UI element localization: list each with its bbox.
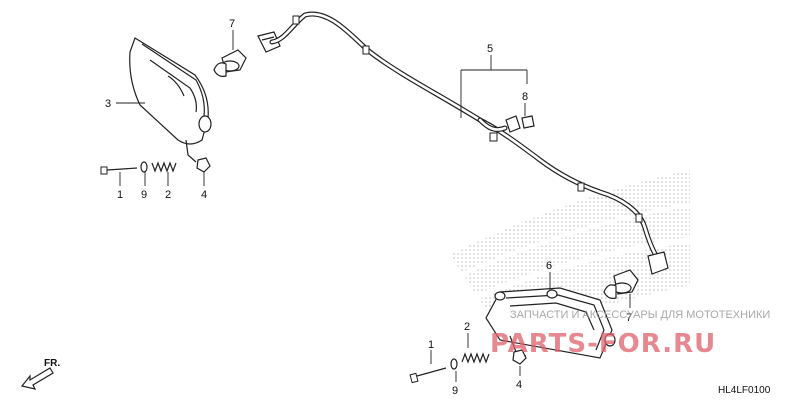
bolt-lower <box>409 367 447 384</box>
callout-4-lower: 4 <box>516 379 522 391</box>
bolt-upper <box>100 166 138 175</box>
bulb-upper <box>213 49 247 77</box>
callout-7-upper: 7 <box>229 18 235 30</box>
nut-lower <box>512 349 527 365</box>
callout-9-lower: 9 <box>452 385 458 397</box>
callout-1-lower: 1 <box>428 339 434 351</box>
watermark-tagline: ЗАПЧАСТИ И АКСЕССУАРЫ ДЛЯ МОТОТЕХНИКИ <box>510 309 770 321</box>
washer-lower <box>450 358 458 370</box>
callout-2-lower: 2 <box>464 321 470 333</box>
headlight-upper <box>129 37 212 163</box>
nut-upper <box>196 157 211 173</box>
front-direction-arrow: FR. <box>20 358 60 390</box>
headlight-lower <box>485 287 616 359</box>
callout-6: 6 <box>546 260 552 272</box>
watermark-brand: PARTS-FOR.RU <box>490 329 716 359</box>
leader-lines <box>116 30 631 382</box>
socket-lower <box>647 251 669 275</box>
callout-3: 3 <box>105 98 111 110</box>
spring-lower <box>461 352 490 364</box>
wire-harness <box>269 11 663 265</box>
connector-8 <box>505 115 535 133</box>
callout-4-upper: 4 <box>201 189 207 201</box>
socket-upper <box>257 31 281 53</box>
bulb-lower <box>603 269 639 299</box>
callout-2-upper: 2 <box>165 189 171 201</box>
callout-7-lower: 7 <box>626 312 632 324</box>
spring-upper <box>151 161 177 173</box>
front-label: FR. <box>44 358 60 369</box>
washer-upper <box>140 161 148 173</box>
callout-1-upper: 1 <box>117 189 123 201</box>
callout-5: 5 <box>487 43 493 55</box>
diagram-reference-code: HL4LF0100 <box>718 385 771 396</box>
callout-8: 8 <box>522 91 528 103</box>
callout-9-upper: 9 <box>141 189 147 201</box>
